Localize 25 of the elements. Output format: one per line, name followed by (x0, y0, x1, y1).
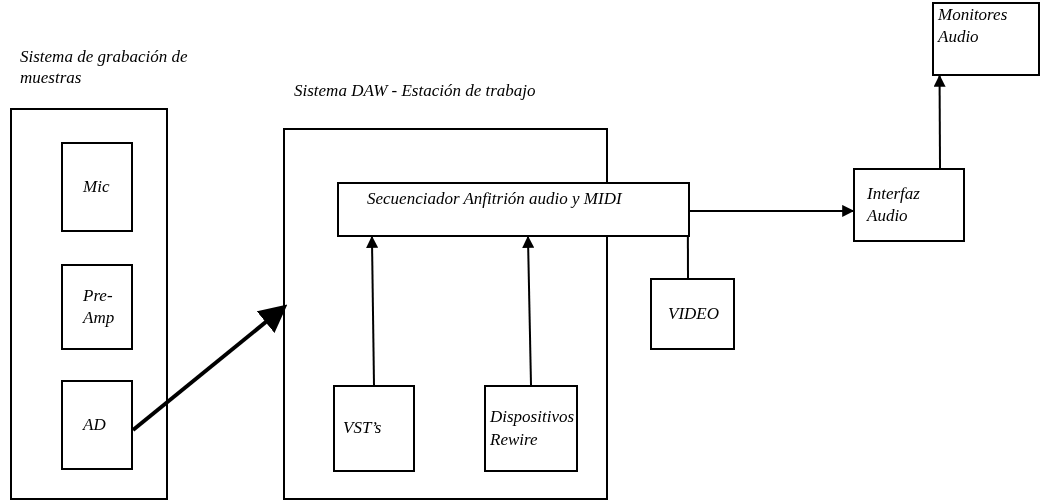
component-box (650, 278, 735, 350)
group-heading: Sistema de grabación de muestras (20, 46, 189, 89)
arrow (131, 304, 288, 432)
arrow (366, 235, 379, 386)
component-box (337, 182, 690, 237)
arrow (522, 235, 535, 386)
component-box (932, 2, 1040, 76)
group-heading: Sistema DAW - Estación de trabajo (294, 80, 537, 102)
arrow (689, 204, 855, 217)
component-box (333, 385, 415, 472)
box-label: Interfaz Audio (867, 183, 920, 225)
box-label: Monitores Audio (938, 5, 1008, 47)
box-label: Secuenciador Anfitrión audio y MIDI (367, 189, 622, 208)
box-label: Mic (83, 176, 110, 196)
arrow (933, 74, 946, 169)
box-label: Dispositivos Rewire (490, 407, 575, 449)
component-box (61, 142, 133, 232)
box-label: Pre-Amp (83, 285, 115, 327)
box-label: VST’s (343, 418, 382, 438)
component-box (61, 380, 133, 470)
component-box (853, 168, 965, 242)
component-box (484, 385, 578, 472)
box-label: VIDEO (668, 303, 719, 323)
component-box (61, 264, 133, 350)
box-label: AD (83, 414, 106, 434)
